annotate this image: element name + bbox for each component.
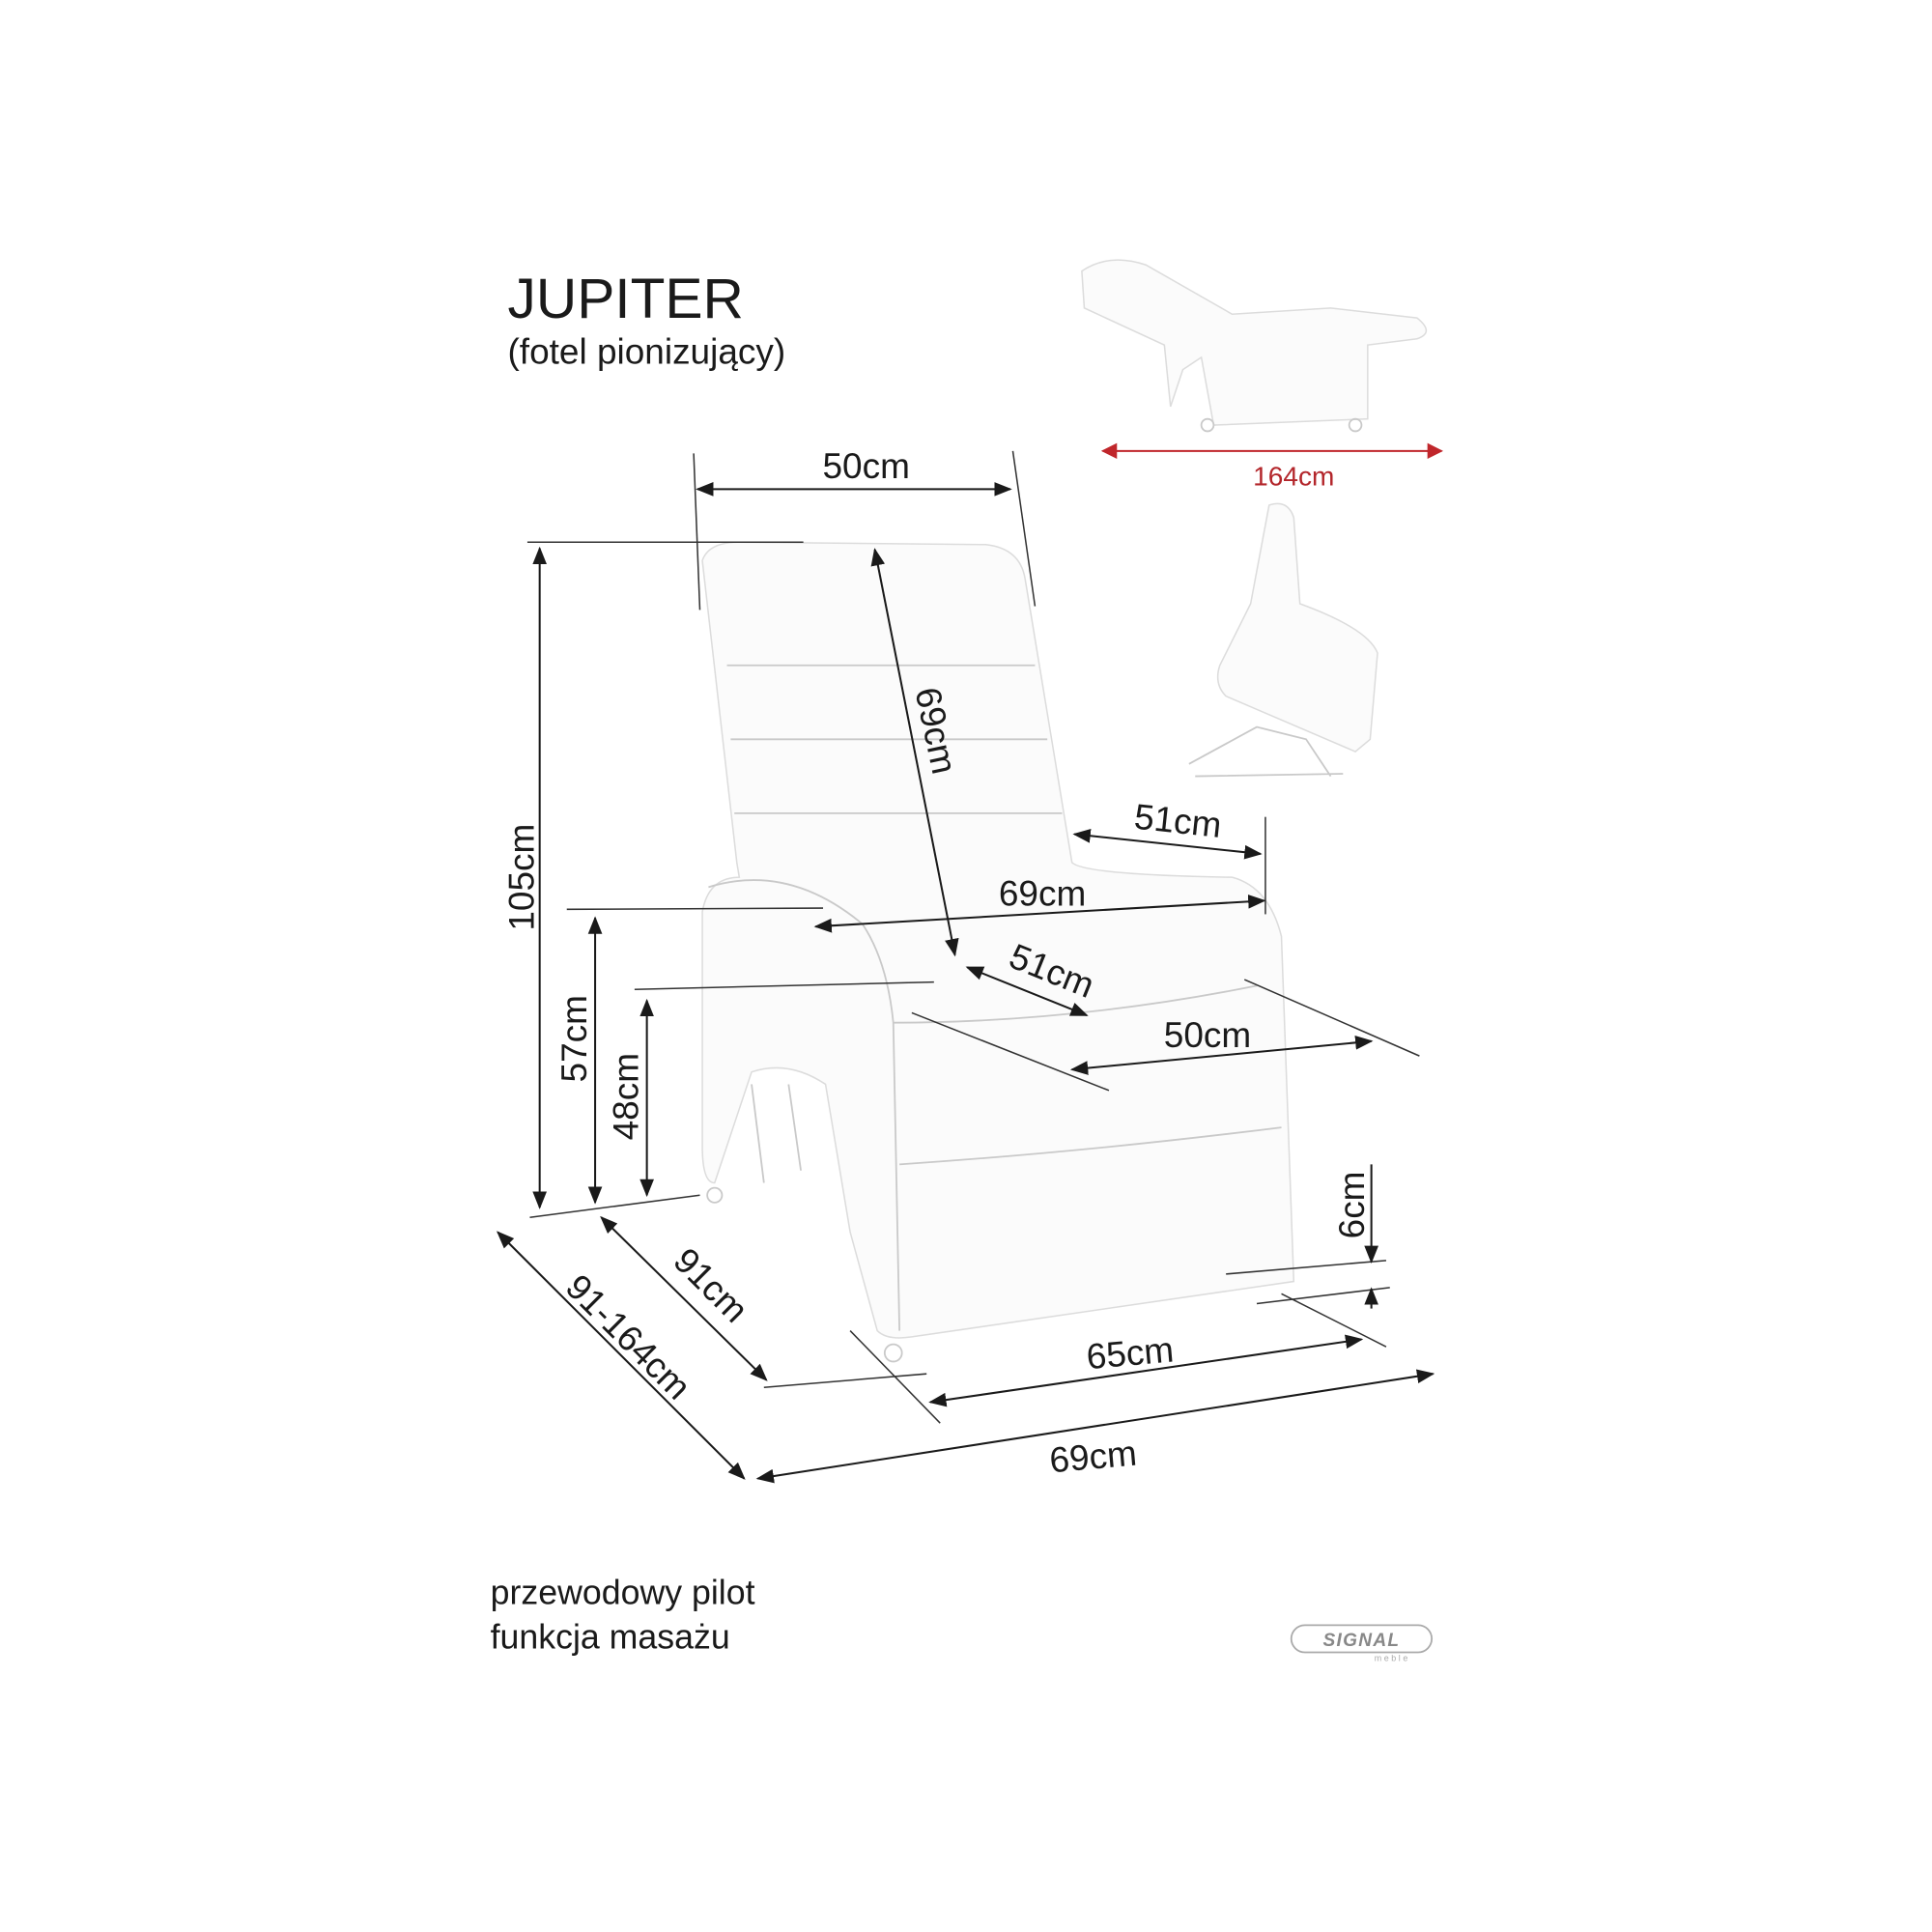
total-width-label: 69cm (999, 874, 1086, 914)
signal-logo: SIGNAL meble (1290, 1624, 1434, 1662)
seat-height-label: 48cm (607, 1053, 646, 1140)
armrest-length-label: 51cm (1132, 797, 1223, 845)
feature-remote: przewodowy pilot (491, 1574, 755, 1612)
feature-massage: funkcja masażu (491, 1618, 730, 1657)
reclined-length-label: 164cm (1253, 462, 1334, 492)
armrest-length-arrow (1072, 828, 1263, 860)
total-height-label: 105cm (501, 824, 541, 931)
page-subtitle: (fotel pionizujący) (508, 331, 786, 371)
reclined-chair-sketch (1081, 259, 1428, 433)
depth-range-arrow (497, 1231, 746, 1480)
base-width-label: 65cm (1085, 1329, 1176, 1377)
backrest-height-arrow (870, 548, 959, 957)
lift-chair-sketch (1188, 502, 1378, 778)
bottom-width-arrow (755, 1369, 1435, 1484)
seat-width-arrow (1069, 1036, 1374, 1075)
bottom-width-label: 69cm (1048, 1434, 1139, 1481)
svg-text:SIGNAL: SIGNAL (1322, 1631, 1400, 1651)
total-width-arrow (813, 895, 1266, 933)
clearance-label: 6cm (1332, 1172, 1372, 1239)
chair-sketch (701, 541, 1295, 1363)
seat-depth-arrow (965, 966, 1089, 1016)
svg-text:meble: meble (1375, 1653, 1410, 1662)
depth-label: 91cm (666, 1240, 755, 1330)
armrest-height-label: 57cm (554, 995, 594, 1082)
page-title: JUPITER (508, 268, 744, 330)
seat-width-label: 50cm (1164, 1015, 1251, 1055)
top-width-label: 50cm (822, 446, 909, 486)
depth-range-label: 91-164cm (558, 1266, 698, 1406)
